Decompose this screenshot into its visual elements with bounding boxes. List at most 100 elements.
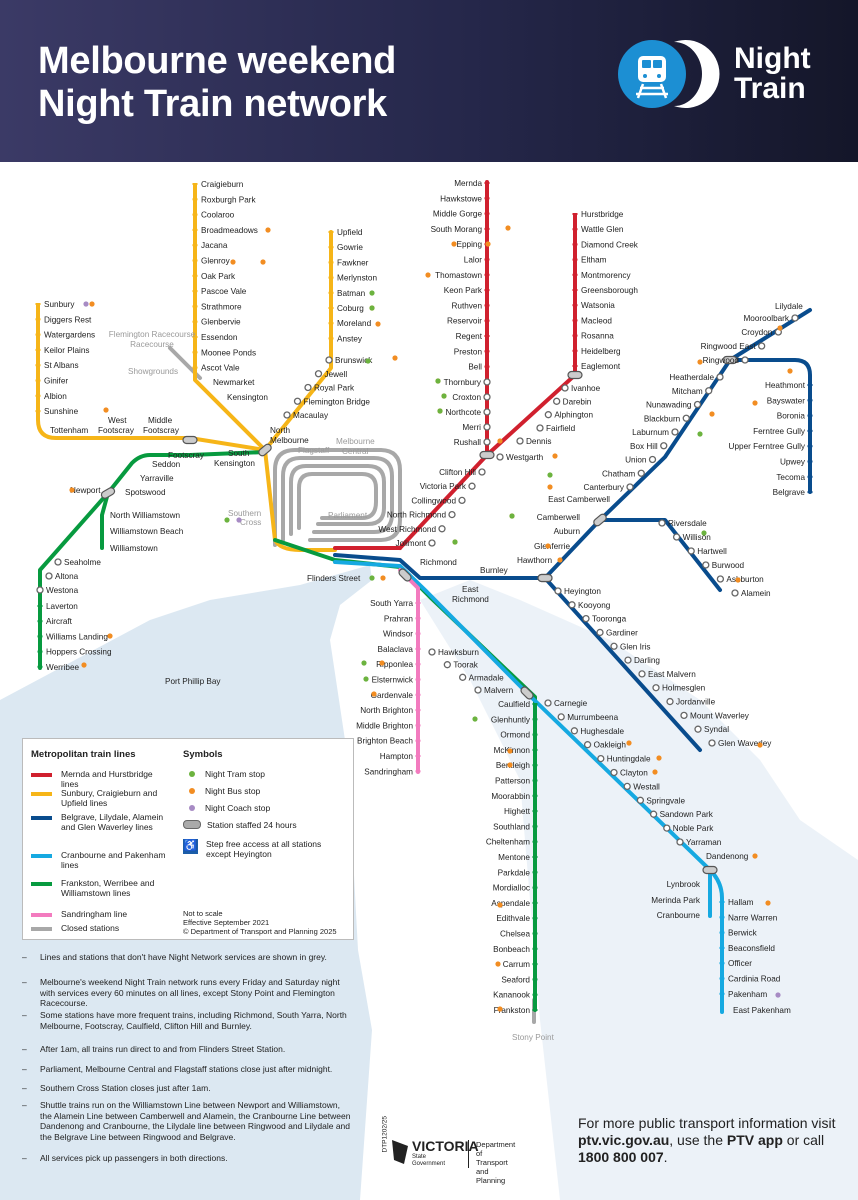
station-springvale: Springvale [646,796,685,805]
station-darebin: Darebin [563,397,592,406]
station-seddon: Seddon [152,460,181,469]
station-seaholme: Seaholme [64,558,101,567]
station-westall: Westall [633,782,660,791]
flemington-racecourse-2: Racecourse [130,340,174,349]
station-sunshine: Sunshine [44,407,79,416]
station-north-melbourne-2: Melbourne [270,436,309,445]
station-footscray: Footscray [168,451,205,460]
staffed-station-icon [183,820,201,829]
ptv-app-link[interactable]: PTV app [726,1132,783,1148]
station-east-malvern: East Malvern [648,670,696,679]
station-rosanna: Rosanna [581,332,614,341]
station-sandringham: Sandringham [364,767,413,776]
station-hawthorn: Hawthorn [517,556,552,565]
title-line-1: Melbourne weekend [38,40,397,82]
station-frankston: Frankston [494,1006,531,1015]
night-train-brand: Night Train [734,42,811,105]
station-ormond: Ormond [500,731,530,740]
station-mentone: Mentone [498,853,530,862]
station-belgrave: Belgrave [773,488,806,497]
station-clifton-hill: Clifton Hill [439,468,476,477]
station-north-richmond: North Richmond [387,511,447,520]
header-banner: Melbourne weekend Night Train network Ni… [0,0,858,162]
legend-symbol-1: Night Bus stop [183,786,343,796]
station-kooyong: Kooyong [578,601,611,610]
station-dennis: Dennis [526,437,552,446]
station-glenroy: Glenroy [201,257,231,266]
station-hartwell: Hartwell [697,547,727,556]
station-kensington: Kensington [214,459,255,468]
legend-symbols-heading: Symbols [183,749,223,760]
station-flinders-street: Flinders Street [307,574,361,583]
station-nunawading: Nunawading [646,401,692,410]
legend-symbol-2: Night Coach stop [183,803,343,813]
station-huntingdale: Huntingdale [607,755,651,764]
station-balaclava: Balaclava [377,645,413,654]
station-richmond: Richmond [420,558,457,567]
station-lynbrook: Lynbrook [667,880,701,889]
effective-date: Effective September 2021 [183,918,270,927]
station-ringwood: Ringwood [703,356,740,365]
station-mernda: Mernda [454,179,482,188]
station-union: Union [625,456,647,465]
station-coburg: Coburg [337,304,364,313]
station-eaglemont: Eaglemont [581,362,621,371]
station-werribee: Werribee [46,663,80,672]
station-oakleigh: Oakleigh [594,741,627,750]
station-macleod: Macleod [581,316,612,325]
station-bayswater: Bayswater [767,396,805,405]
train-icon [618,40,686,108]
station-pakenham: Pakenham [728,990,767,999]
station-diamond-creek: Diamond Creek [581,240,639,249]
ptv-phone[interactable]: 1800 800 007 [578,1149,664,1165]
station-croxton: Croxton [452,393,481,402]
accessibility-icon: ♿ [183,839,198,854]
station-officer: Officer [728,959,752,968]
station-brighton-beach: Brighton Beach [357,737,413,746]
station-heidelberg: Heidelberg [581,347,621,356]
ptv-website-link[interactable]: ptv.vic.gov.au [578,1132,670,1148]
station-coolaroo: Coolaroo [201,211,235,220]
station-strathmore: Strathmore [201,302,242,311]
station-burwood: Burwood [712,561,745,570]
station-jordanville: Jordanville [676,698,716,707]
station-carrum: Carrum [503,960,530,969]
station-westona: Westona [46,586,79,595]
legend-line-3: Cranbourne and Pakenham lines [31,850,171,870]
station-tecoma: Tecoma [776,473,805,482]
station-north-williamstown: North Williamstown [110,511,181,520]
station-essendon: Essendon [201,333,238,342]
legend-panel: Metropolitan train lines Symbols Mernda … [22,738,354,940]
station-lalor: Lalor [464,256,482,265]
station-rushall: Rushall [454,438,481,447]
station-laverton: Laverton [46,602,78,611]
station-narre-warren: Narre Warren [728,913,778,922]
station-craigieburn: Craigieburn [201,180,244,189]
station-holmesglen: Holmesglen [662,684,706,693]
station-lilydale: Lilydale [775,302,803,311]
station-berwick: Berwick [728,929,758,938]
station-riversdale: Riversdale [668,519,707,528]
station-watsonia: Watsonia [581,301,615,310]
station-regent: Regent [456,332,483,341]
station-flemington-bridge: Flemington Bridge [304,397,371,406]
station-preston: Preston [454,347,483,356]
station-caulfield: Caulfield [498,700,530,709]
station-spotswood: Spotswood [125,488,166,497]
station-reservoir: Reservoir [447,317,482,326]
station-carnegie: Carnegie [554,699,588,708]
station-merinda-park: Merinda Park [651,896,701,905]
victoria-map-icon [392,1140,408,1164]
station-willison: Willison [683,533,712,542]
station-yarraville: Yarraville [140,474,174,483]
victoria-wordmark: VICTORIA [412,1138,479,1154]
station-burnley: Burnley [480,566,509,575]
station-seaford: Seaford [501,975,530,984]
legend-symbol-0: Night Tram stop [183,769,343,779]
station-watergardens: Watergardens [44,331,95,340]
station-mitcham: Mitcham [672,387,703,396]
legend-symbol-4: ♿Step free access at all stations except… [183,839,322,859]
station-montmorency: Montmorency [581,271,632,280]
station-gardiner: Gardiner [606,628,638,637]
station-merlynston: Merlynston [337,274,377,283]
